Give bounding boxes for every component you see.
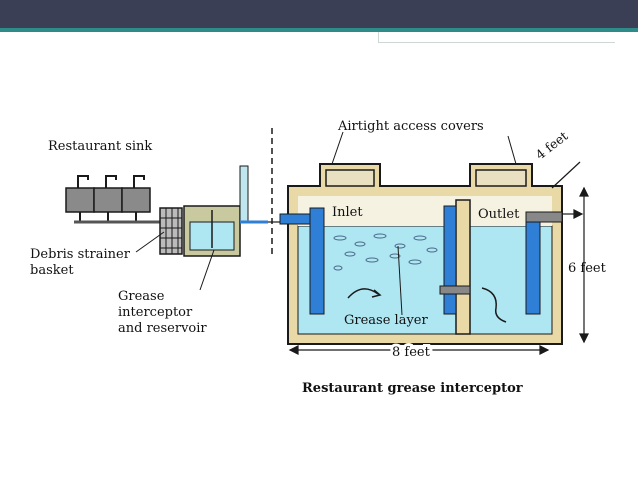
label-and-reservoir: and reservoir (118, 321, 207, 336)
label-debris-strainer-basket: basket (30, 263, 74, 278)
label-inlet: Inlet (332, 205, 363, 220)
slide-header-accent (0, 28, 638, 32)
debris-strainer-basket (159, 207, 183, 255)
label-four-feet: 4 feet (533, 128, 571, 162)
diagram-caption: Restaurant grease interceptor (302, 381, 523, 396)
restaurant-sink-drawing (65, 175, 160, 224)
small-grease-interceptor (183, 165, 268, 257)
label-grease: Grease (118, 289, 165, 304)
label-airtight-access-covers: Airtight access covers (337, 119, 484, 134)
label-outlet: Outlet (478, 207, 520, 222)
label-six-feet: 6 feet (568, 261, 607, 276)
slide-header-line (378, 32, 615, 43)
label-restaurant-sink: Restaurant sink (48, 139, 152, 154)
label-eight-feet: 8 feet (392, 345, 431, 360)
main-interceptor-tank (279, 163, 563, 345)
label-interceptor: interceptor (118, 305, 193, 320)
leader-lines (135, 131, 517, 316)
label-debris-strainer: Debris strainer (30, 247, 131, 262)
label-grease-layer: Grease layer (344, 313, 428, 328)
slide-header-bar (0, 0, 638, 28)
dimension-arrows (268, 161, 589, 355)
